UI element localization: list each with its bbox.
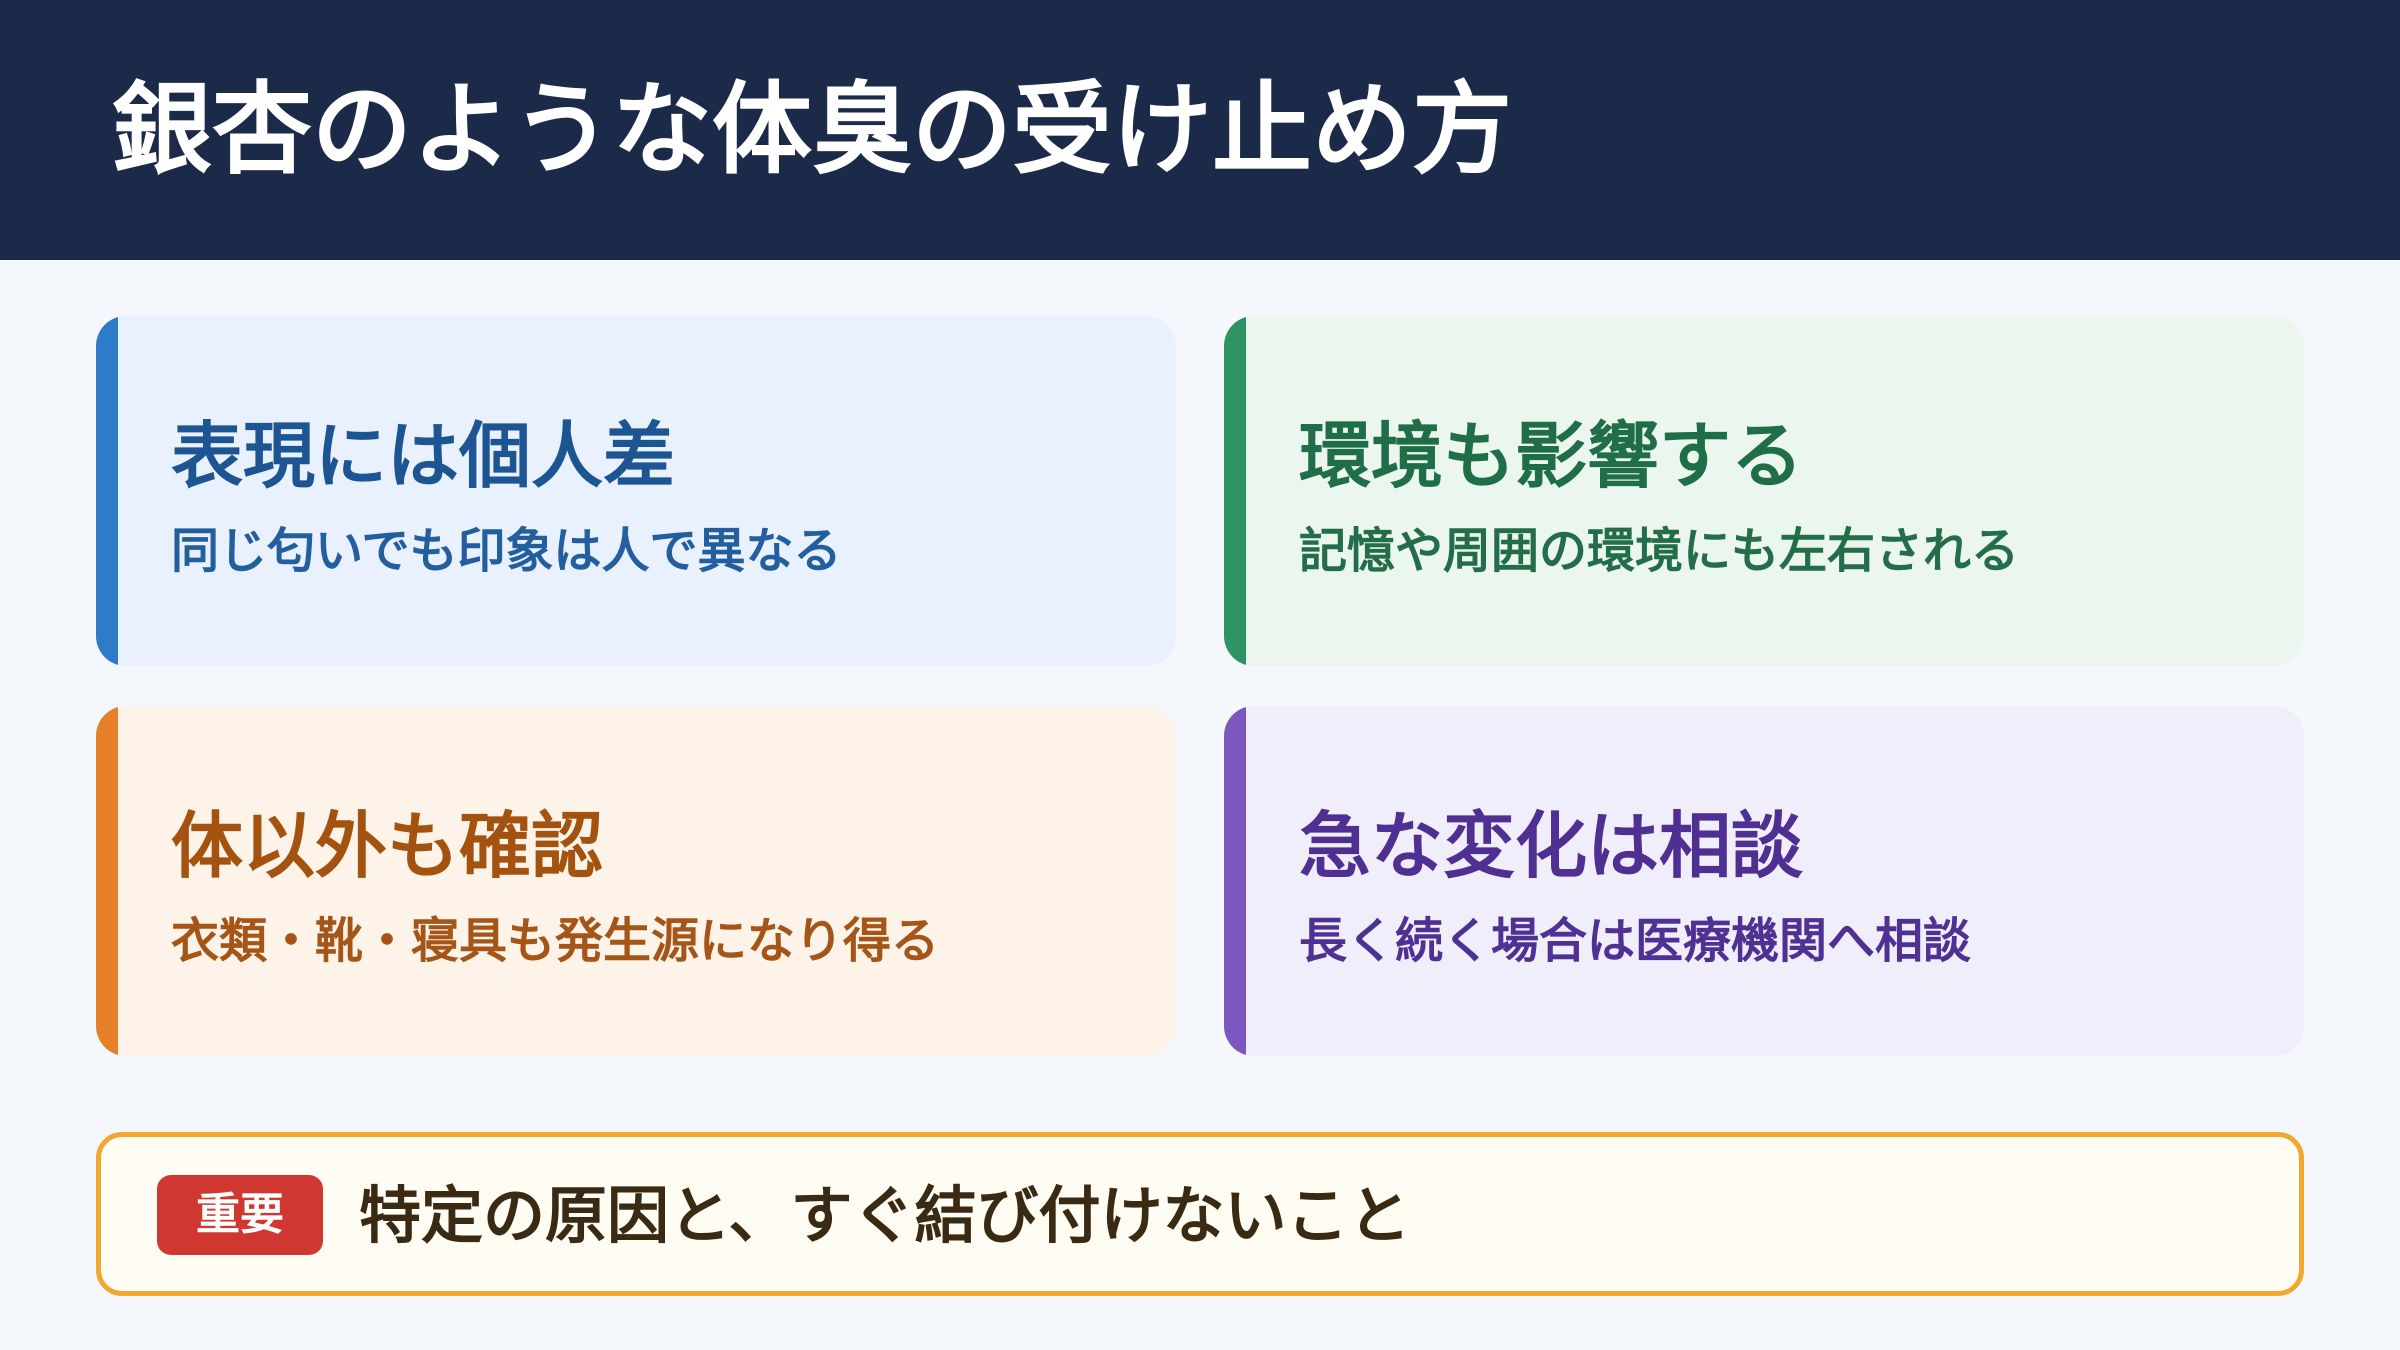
card-individual-differences: 表現には個人差 同じ匂いでも印象は人で異なる — [96, 316, 1176, 666]
card-heading: 急な変化は相談 — [1299, 804, 1804, 888]
card-heading: 環境も影響する — [1299, 414, 1804, 498]
header-bar: 銀杏のような体臭の受け止め方 — [0, 0, 2400, 260]
important-notice: 重要 特定の原因と、すぐ結び付けないこと — [96, 1132, 2304, 1296]
card-subtext: 記憶や周囲の環境にも左右される — [1299, 523, 2020, 579]
card-accent-bar — [96, 316, 118, 666]
card-heading: 表現には個人差 — [171, 414, 676, 498]
card-subtext: 衣類・靴・寝具も発生源になり得る — [171, 913, 940, 969]
card-subtext: 同じ匂いでも印象は人で異なる — [171, 523, 842, 579]
card-heading: 体以外も確認 — [171, 804, 604, 888]
card-accent-bar — [1224, 316, 1246, 666]
card-check-other-sources: 体以外も確認 衣類・靴・寝具も発生源になり得る — [96, 706, 1176, 1056]
card-subtext: 長く続く場合は医療機関へ相談 — [1299, 913, 1972, 969]
card-environment: 環境も影響する 記憶や周囲の環境にも左右される — [1224, 316, 2304, 666]
notice-text: 特定の原因と、すぐ結び付けないこと — [359, 1179, 1411, 1252]
card-accent-bar — [1224, 706, 1246, 1056]
important-badge: 重要 — [157, 1175, 323, 1255]
card-accent-bar — [96, 706, 118, 1056]
page-title: 銀杏のような体臭の受け止め方 — [112, 71, 1512, 188]
card-consult-on-change: 急な変化は相談 長く続く場合は医療機関へ相談 — [1224, 706, 2304, 1056]
